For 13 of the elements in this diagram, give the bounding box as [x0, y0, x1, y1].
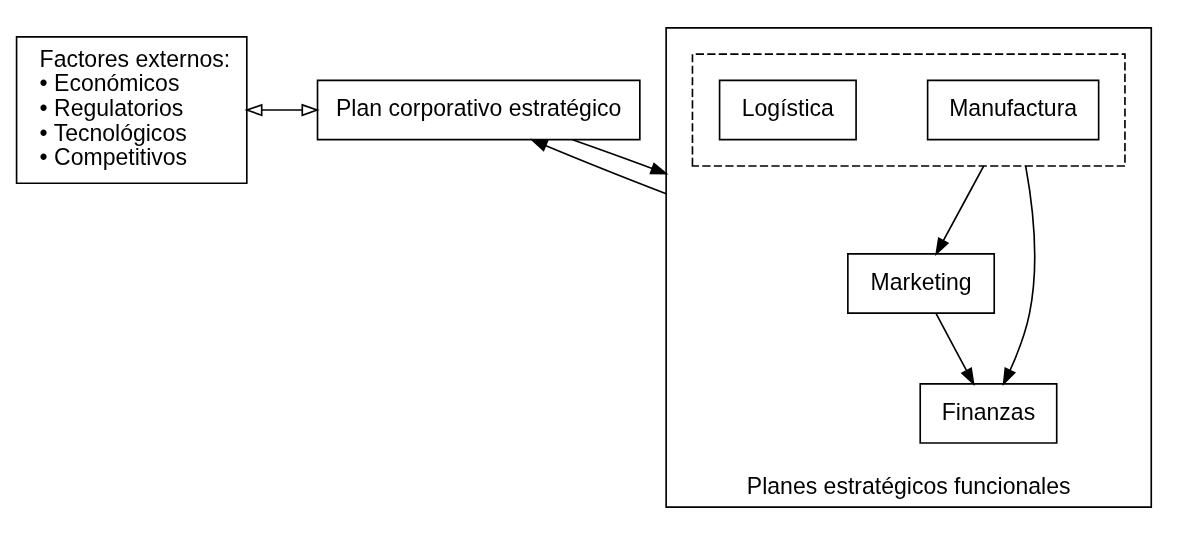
node-box: Plan corporativo estratégico	[316, 79, 641, 141]
arrow	[244, 103, 320, 117]
arrow	[1002, 165, 1036, 387]
arrow	[935, 165, 985, 256]
arrow	[935, 312, 975, 386]
node-box: Marketing	[847, 253, 996, 314]
node-box: Logística	[718, 79, 857, 141]
arrow	[571, 138, 669, 175]
arrow	[529, 138, 667, 195]
cluster	[691, 53, 1126, 167]
node-box: Manufactura	[926, 79, 1100, 141]
node-box: Factores externos: • Económicos • Regulatorios • Tecnológicos • Competitivos	[15, 36, 248, 185]
node-box: Finanzas	[919, 383, 1058, 444]
